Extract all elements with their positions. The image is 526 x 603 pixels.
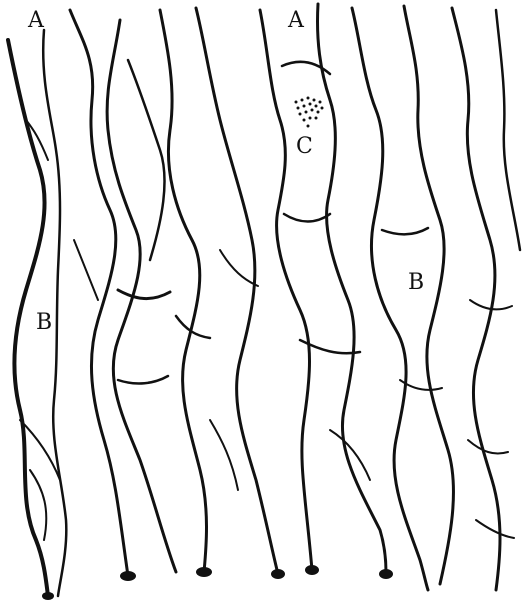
vessel-end-1: [120, 571, 136, 581]
label-b-right: B: [408, 272, 424, 294]
vessel-end-4: [305, 565, 319, 575]
label-b-left: B: [36, 312, 52, 334]
vessel-end-2: [196, 567, 212, 577]
vessel-col4-b: [318, 4, 387, 572]
vessel-end-6: [42, 592, 54, 600]
vessel-col2-b: [107, 20, 176, 572]
vessel-terminal-ends: [42, 565, 393, 600]
vessel-col3-a: [160, 10, 207, 572]
label-a-left: A: [28, 10, 44, 32]
vessel-col6-b: [496, 10, 520, 250]
vessel-end-5: [379, 569, 393, 579]
vessel-col5-a: [352, 8, 428, 590]
label-a-right: A: [288, 10, 304, 32]
vessel-end-3: [271, 569, 285, 579]
dotted-cell-cluster: [295, 97, 324, 128]
vessel-col2-a: [70, 10, 128, 576]
label-c: C: [296, 136, 313, 158]
vessel-col5-b: [404, 6, 453, 584]
vessel-col4-a: [260, 10, 312, 570]
vessel-col6-a: [452, 8, 500, 590]
